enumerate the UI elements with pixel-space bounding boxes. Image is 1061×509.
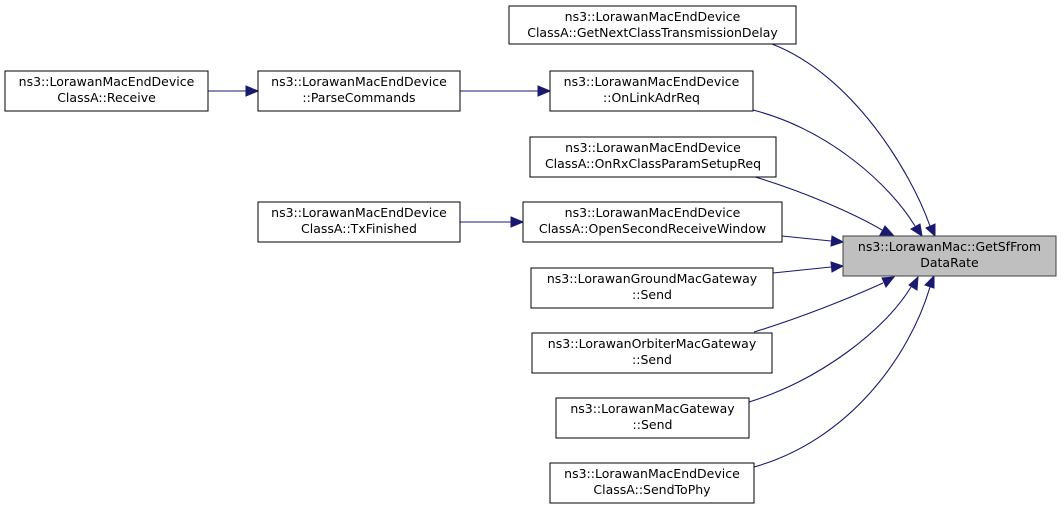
node-label-line2: ClassA::SendToPhy — [593, 482, 711, 497]
node-on-rx-class-param-setup-req[interactable]: ns3::LorawanMacEndDevice ClassA::OnRxCla… — [529, 136, 777, 178]
edge-mac-gateway-send-to-get-sf — [748, 275, 919, 403]
edge-receive-to-parse-commands — [208, 85, 260, 97]
edge-orbiter-gateway-send-to-get-sf — [753, 276, 896, 333]
node-label-line2: ::Send — [632, 352, 672, 367]
node-label-line1: ns3::LorawanMacEndDevice — [564, 466, 740, 481]
node-label-line2: ::Send — [632, 287, 672, 302]
node-label-line1: ns3::LorawanOrbiterMacGateway — [548, 336, 757, 351]
edge-open-second-receive-window-to-get-sf — [781, 235, 845, 247]
node-ground-gateway-send[interactable]: ns3::LorawanGroundMacGateway ::Send — [530, 267, 774, 309]
node-label-line1: ns3::LorawanMacEndDevice — [19, 74, 195, 89]
node-label-line1: ns3::LorawanMacEndDevice — [565, 9, 741, 24]
edge-tx-finished-to-open-second-receive-window — [460, 216, 525, 228]
node-label-line2: DataRate — [920, 255, 979, 270]
edge-on-link-adr-req-to-get-sf — [752, 109, 923, 238]
edge-ground-gateway-send-to-get-sf — [772, 261, 845, 274]
node-get-next-class-transmission-delay[interactable]: ns3::LorawanMacEndDevice ClassA::GetNext… — [508, 5, 797, 45]
node-label-line2: ClassA::GetNextClassTransmissionDelay — [527, 25, 778, 40]
node-label-line1: ns3::LorawanMacEndDevice — [565, 205, 741, 220]
node-label-line1: ns3::LorawanMac::GetSfFrom — [858, 239, 1041, 254]
node-label-line2: ClassA::Receive — [57, 90, 156, 105]
edge-parse-commands-to-on-link-adr-req — [460, 85, 552, 97]
node-mac-gateway-send[interactable]: ns3::LorawanMacGateway ::Send — [555, 397, 750, 439]
node-open-second-receive-window[interactable]: ns3::LorawanMacEndDevice ClassA::OpenSec… — [522, 201, 783, 243]
node-label-line1: ns3::LorawanMacEndDevice — [564, 74, 740, 89]
node-label-line2: ::ParseCommands — [302, 90, 415, 105]
edges — [208, 43, 936, 468]
node-tx-finished[interactable]: ns3::LorawanMacEndDevice ClassA::TxFinis… — [257, 201, 461, 243]
node-label-line1: ns3::LorawanMacGateway — [570, 401, 735, 416]
node-parse-commands[interactable]: ns3::LorawanMacEndDevice ::ParseCommands — [257, 70, 461, 112]
edge-send-to-phy-to-get-sf — [753, 274, 935, 468]
edge-get-next-class-transmission-delay-to-get-sf — [771, 43, 936, 238]
node-label-line1: ns3::LorawanMacEndDevice — [271, 205, 447, 220]
node-receive[interactable]: ns3::LorawanMacEndDevice ClassA::Receive — [4, 70, 209, 112]
node-get-sf-from-datarate[interactable]: ns3::LorawanMac::GetSfFrom DataRate — [842, 235, 1057, 277]
node-label-line2: ClassA::OnRxClassParamSetupReq — [545, 156, 761, 171]
node-send-to-phy[interactable]: ns3::LorawanMacEndDevice ClassA::SendToP… — [549, 462, 755, 504]
node-orbiter-gateway-send[interactable]: ns3::LorawanOrbiterMacGateway ::Send — [531, 332, 773, 374]
node-label-line2: ClassA::OpenSecondReceiveWindow — [539, 221, 766, 236]
node-label-line2: ::Send — [633, 417, 673, 432]
node-label-line2: ClassA::TxFinished — [301, 221, 417, 236]
node-label-line2: ::OnLinkAdrReq — [603, 90, 700, 105]
node-on-link-adr-req[interactable]: ns3::LorawanMacEndDevice ::OnLinkAdrReq — [549, 70, 754, 112]
node-label-line1: ns3::LorawanMacEndDevice — [565, 140, 741, 155]
nodes: ns3::LorawanMac::GetSfFrom DataRate ns3:… — [4, 5, 1057, 504]
node-label-line1: ns3::LorawanGroundMacGateway — [547, 271, 758, 286]
node-label-line1: ns3::LorawanMacEndDevice — [271, 74, 447, 89]
